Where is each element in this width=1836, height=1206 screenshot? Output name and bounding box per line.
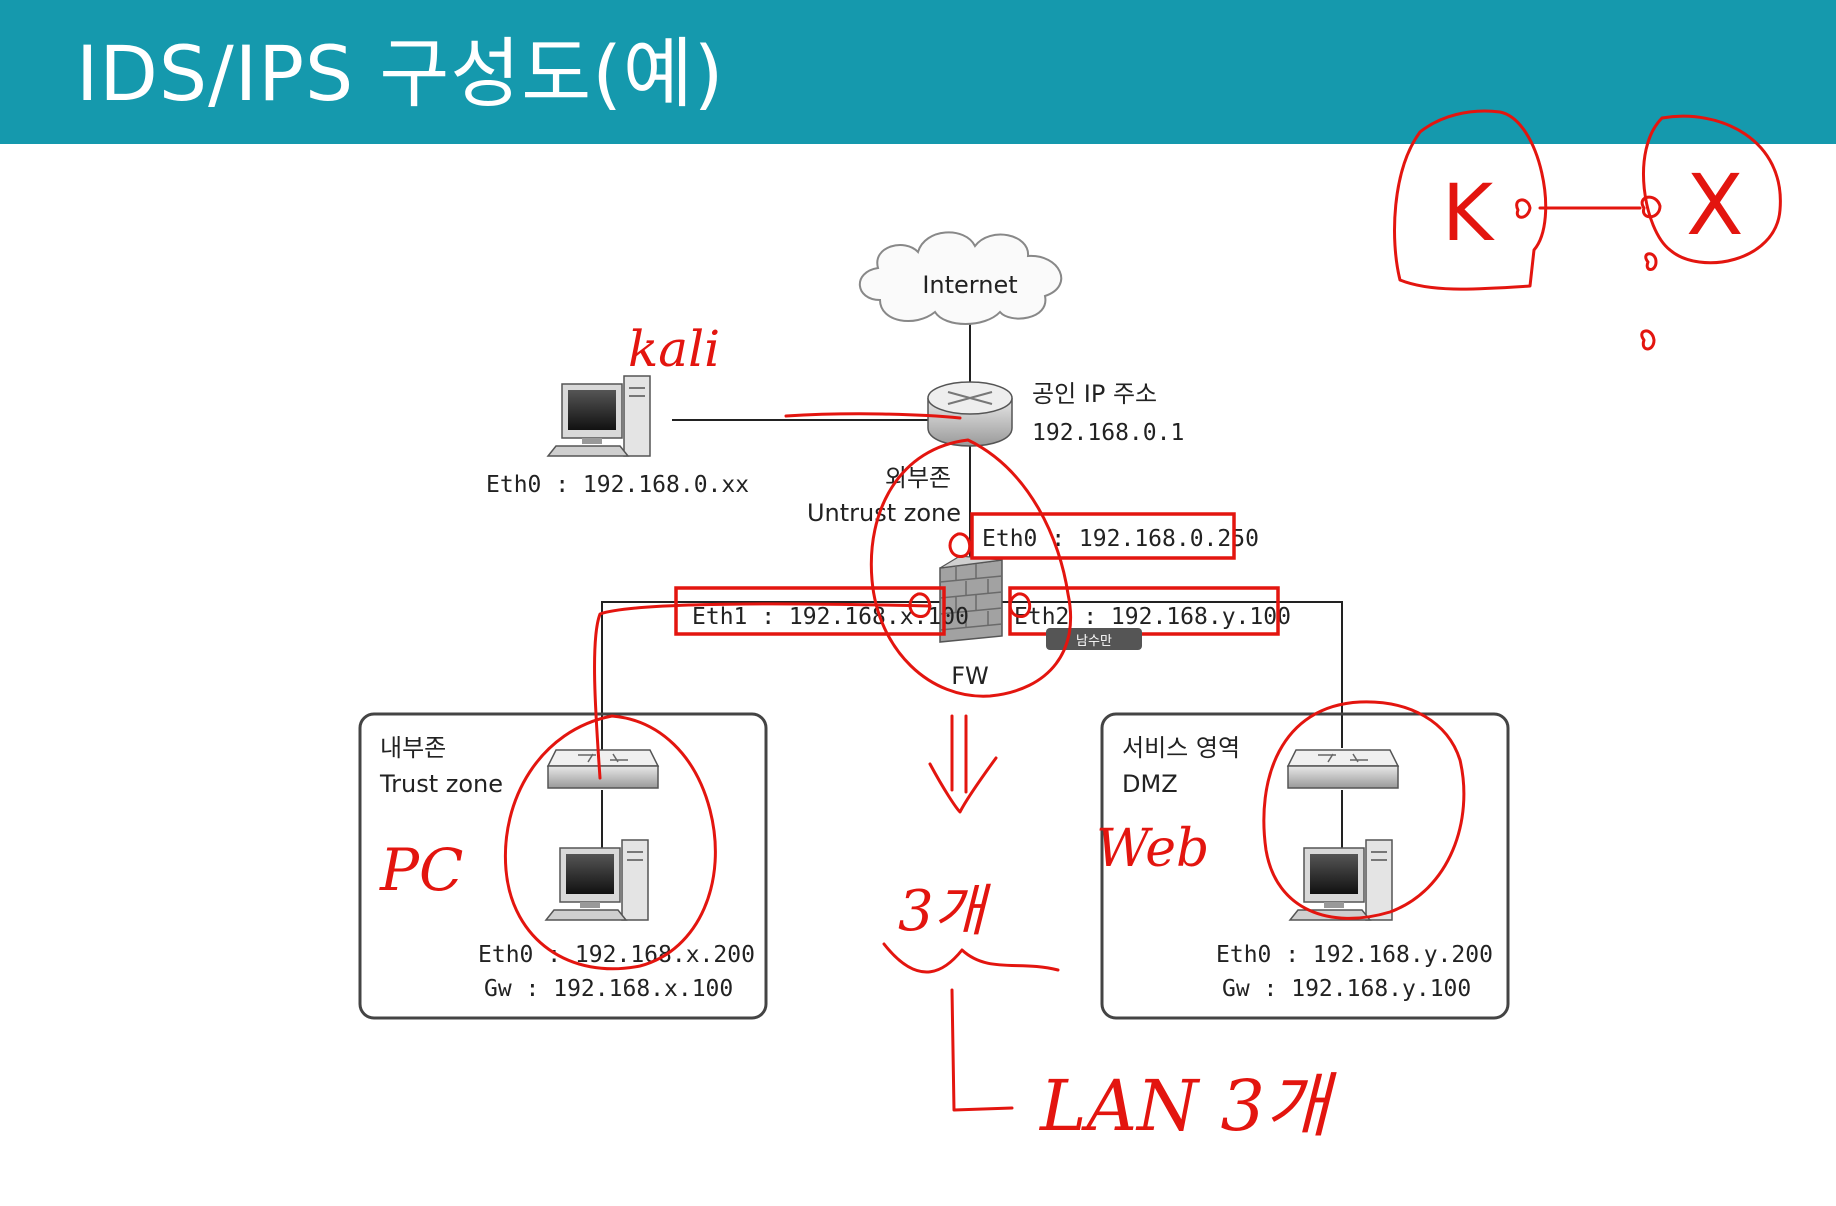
trust-switch-icon xyxy=(547,749,659,789)
hand-interface-marks xyxy=(908,532,1032,618)
trust-zone-box xyxy=(358,712,768,1020)
hand-down-arrow xyxy=(928,714,998,814)
hand-fw-circle xyxy=(869,438,1073,698)
firewall-label: FW xyxy=(951,662,989,690)
fw-eth2-label: Eth2 : 192.168.y.100 xyxy=(1014,604,1291,630)
fw-eth0-highlight-box xyxy=(970,512,1236,560)
fw-eth1-label: Eth1 : 192.168.x.100 xyxy=(692,604,969,630)
dmz-switch-icon xyxy=(1287,749,1399,789)
kali-computer-icon xyxy=(547,375,651,457)
hand-pc: PC xyxy=(379,836,463,904)
hand-eth1-line xyxy=(593,602,932,780)
hand-three: 3개 xyxy=(898,879,992,944)
firewall-icon xyxy=(939,555,1003,643)
internet-cloud: Internet xyxy=(858,231,1063,325)
svg-text:남수만: 남수만 xyxy=(1076,634,1112,649)
hand-x-circle xyxy=(1642,114,1782,265)
trust-gw-label: Gw : 192.168.x.100 xyxy=(484,976,733,1002)
router-label: 공인 IP 주소 xyxy=(1032,380,1157,408)
trust-zone-ko: 내부존 xyxy=(380,734,446,762)
hand-kali: kali xyxy=(628,320,720,378)
fw-eth0-label: Eth0 : 192.168.0.250 xyxy=(982,526,1259,552)
hand-k: K xyxy=(1442,169,1495,259)
hand-trust-circle xyxy=(503,714,717,971)
fw-dmz-link xyxy=(1002,601,1343,748)
fw-eth1-highlight-box xyxy=(674,586,946,636)
trust-computer-icon xyxy=(545,839,649,921)
hand-k-box xyxy=(1393,109,1548,291)
hand-x: X xyxy=(1686,156,1744,254)
hand-dots xyxy=(1515,195,1662,351)
dmz-zone-en: DMZ xyxy=(1122,770,1178,798)
trust-zone-en: Trust zone xyxy=(379,770,503,798)
links xyxy=(601,318,1343,850)
hand-bracket xyxy=(882,942,1060,1112)
hand-web: Web xyxy=(1096,819,1209,879)
fw-trust-link xyxy=(601,601,940,750)
router-icon xyxy=(927,381,1013,447)
dmz-zone-ko: 서비스 영역 xyxy=(1122,734,1240,762)
hand-lan: LAN 3개 xyxy=(1038,1065,1337,1147)
kali-eth-label: Eth0 : 192.168.0.xx xyxy=(486,472,749,498)
slide-title: IDS/IPS 구성도(예) xyxy=(76,29,725,118)
untrust-zone-ko: 외부존 xyxy=(885,464,951,492)
handwritten-annotations: kali PC Web 3개 LAN 3개 K X xyxy=(379,109,1782,1147)
router-ip: 192.168.0.1 xyxy=(1032,420,1184,446)
title-bar: IDS/IPS 구성도(예) xyxy=(0,0,1836,144)
trust-eth-label: Eth0 : 192.168.x.200 xyxy=(478,942,755,968)
hand-dmz-circle xyxy=(1262,700,1466,920)
fw-name-tag: 남수만 xyxy=(1046,628,1142,650)
dmz-zone-box xyxy=(1100,712,1510,1020)
dmz-gw-label: Gw : 192.168.y.100 xyxy=(1222,976,1471,1002)
hand-kali-link xyxy=(784,412,962,420)
dmz-eth-label: Eth0 : 192.168.y.200 xyxy=(1216,942,1493,968)
internet-label: Internet xyxy=(922,271,1017,299)
